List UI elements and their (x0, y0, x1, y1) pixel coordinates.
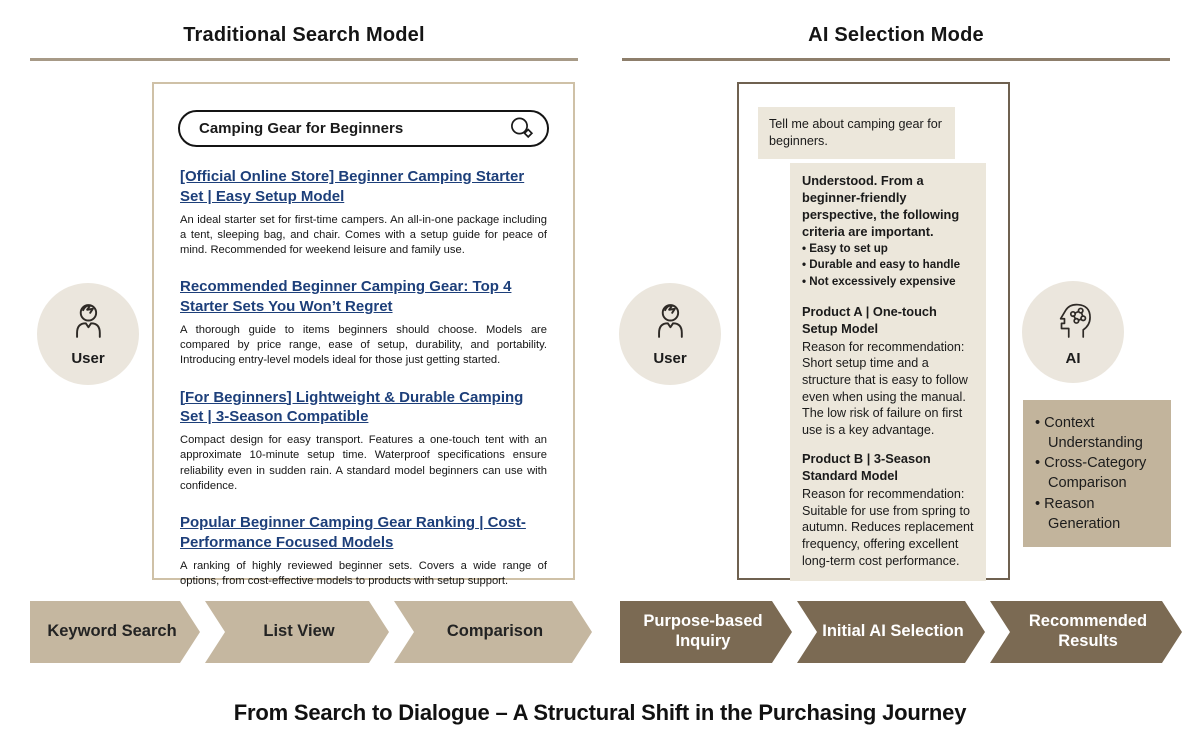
search-result-3: [For Beginners] Lightweight & Durable Ca… (180, 388, 547, 495)
diagram-caption: From Search to Dialogue – A Structural S… (233, 700, 967, 725)
search-result-2: Recommended Beginner Camping Gear: Top 4… (180, 277, 547, 368)
ai-response-bubble: Understood. From a beginner-friendly per… (790, 163, 986, 582)
product-a-name: Product A | One-touch Setup Model (802, 303, 937, 336)
flow-step-list-view: List View (205, 601, 389, 663)
search-results-list: [Official Online Store] Beginner Camping… (154, 167, 573, 589)
result-desc-3: Compact design for easy transport. Featu… (180, 434, 547, 492)
ai-criterion-3: Not excessively expensive (802, 274, 974, 291)
flow-step-recommended-results: Recommended Results (990, 601, 1182, 663)
result-desc-4: A ranking of highly reviewed beginner se… (180, 559, 547, 587)
flow-step-initial-ai-selection: Initial AI Selection (797, 601, 985, 663)
user-avatar-right: User (619, 283, 721, 385)
ai-capabilities-box: Context Understanding Cross-Category Com… (1023, 400, 1171, 547)
traditional-flow-band: Keyword Search List View Comparison (30, 601, 592, 663)
ai-flow-band: Purpose-based Inquiry Initial AI Selecti… (620, 601, 1182, 663)
product-a-reason: Reason for recommendation: Short setup t… (802, 339, 968, 437)
search-input[interactable]: Camping Gear for Beginners (178, 110, 549, 147)
result-link-1[interactable]: [Official Online Store] Beginner Camping… (180, 168, 525, 205)
right-column-title: AI Selection Mode (808, 24, 984, 46)
result-desc-1: An ideal starter set for first-time camp… (180, 213, 547, 257)
search-results-panel: Camping Gear for Beginners [Official Onl… (152, 82, 575, 587)
ai-intro-text: Understood. From a beginner-friendly per… (802, 173, 960, 239)
ai-label: AI (1065, 350, 1081, 367)
product-b-reason: Reason for recommendation: Suitable for … (802, 487, 974, 568)
capability-cross-category-comparison: Cross-Category Comparison (1035, 453, 1163, 493)
search-result-4: Popular Beginner Camping Gear Ranking | … (180, 513, 547, 589)
user-avatar-left: User (37, 283, 139, 385)
magnifier-icon[interactable] (508, 115, 535, 142)
right-title-rule (622, 58, 1170, 61)
user-chat-bubble: Tell me about camping gear for beginners… (758, 107, 955, 159)
capability-context-understanding: Context Understanding (1035, 413, 1163, 453)
capability-reason-generation: Reason Generation (1035, 494, 1163, 534)
result-desc-2: A thorough guide to items beginners shou… (180, 323, 547, 367)
person-icon (649, 301, 691, 348)
result-link-4[interactable]: Popular Beginner Camping Gear Ranking | … (180, 514, 526, 551)
search-result-1: [Official Online Store] Beginner Camping… (180, 167, 547, 258)
user-label: User (71, 350, 105, 367)
ai-criterion-2: Durable and easy to handle (802, 257, 974, 274)
person-icon (67, 301, 109, 348)
ai-criterion-1: Easy to set up (802, 241, 974, 258)
left-title-rule (30, 58, 578, 61)
search-query-text: Camping Gear for Beginners (199, 120, 404, 137)
flow-step-comparison: Comparison (394, 601, 592, 663)
result-link-3[interactable]: [For Beginners] Lightweight & Durable Ca… (180, 388, 524, 426)
flow-step-keyword-search: Keyword Search (30, 601, 200, 663)
ai-product-a: Product A | One-touch Setup Model Reason… (802, 304, 974, 438)
result-link-2[interactable]: Recommended Beginner Camping Gear: Top 4… (180, 278, 512, 316)
left-column-title: Traditional Search Model (183, 24, 425, 46)
ai-avatar: AI (1022, 281, 1124, 383)
flow-step-purpose-based-inquiry: Purpose-based Inquiry (620, 601, 792, 663)
user-label: User (653, 350, 687, 367)
ai-head-icon (1050, 297, 1096, 348)
ai-product-b: Product B | 3-Season Standard Model Reas… (802, 451, 974, 569)
product-b-name: Product B | 3-Season Standard Model (802, 451, 931, 484)
